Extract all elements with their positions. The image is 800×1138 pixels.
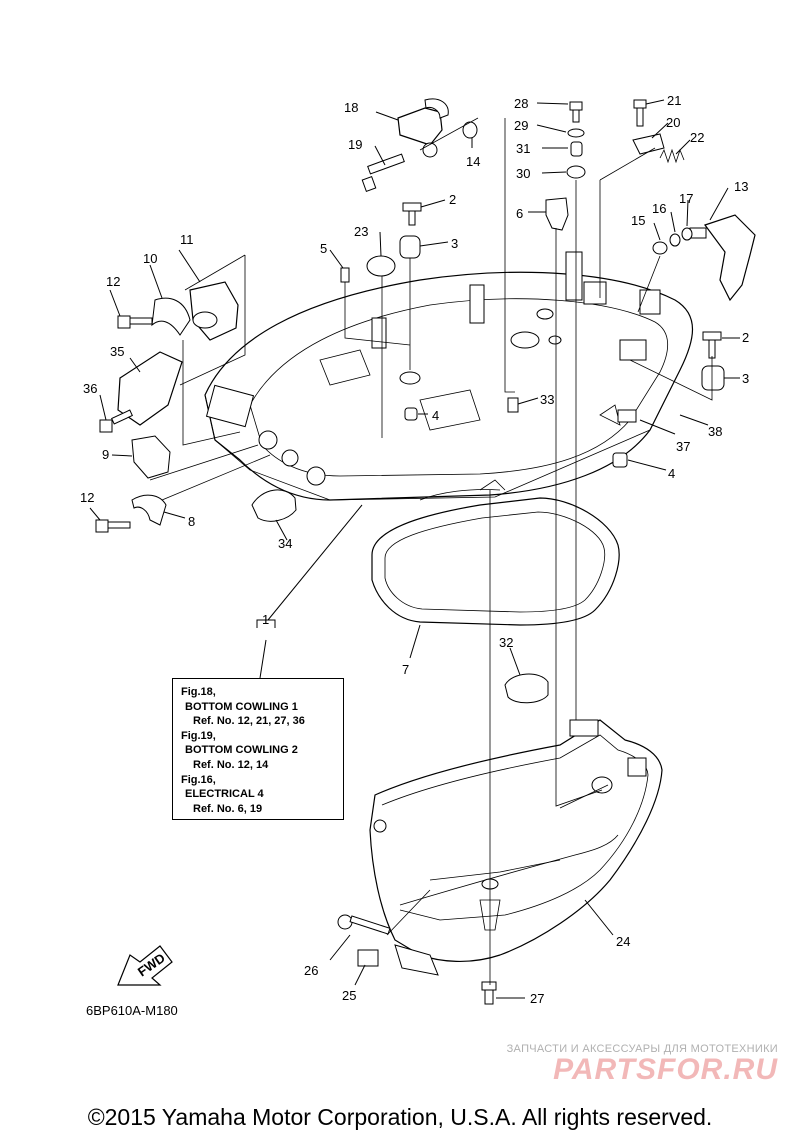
callout-3a: 3 <box>451 236 458 251</box>
ref-line: Fig.18, <box>181 686 216 698</box>
copyright-notice: ©2015 Yamaha Motor Corporation, U.S.A. A… <box>87 1104 713 1130</box>
callout-18: 18 <box>344 100 358 115</box>
callout-1: 1 <box>262 612 269 627</box>
lower-cowling-part <box>369 719 663 962</box>
callout-19: 19 <box>348 137 362 152</box>
diagram-code: 6BP610A-M180 <box>86 1003 178 1018</box>
callout-35: 35 <box>110 344 124 359</box>
ref-line: ELECTRICAL 4 <box>185 788 264 801</box>
callout-30: 30 <box>516 166 530 181</box>
callout-29: 29 <box>514 118 528 133</box>
callout-14: 14 <box>466 154 480 169</box>
callout-37: 37 <box>676 439 690 454</box>
callout-20: 20 <box>666 115 680 130</box>
leader-lines <box>89 99 740 999</box>
reference-box: Fig.18, BOTTOM COWLING 1 Ref. No. 12, 21… <box>172 678 344 820</box>
callout-32: 32 <box>499 635 513 650</box>
callout-4b: 4 <box>668 466 675 481</box>
ref-line: BOTTOM COWLING 1 <box>185 700 298 713</box>
callout-16: 16 <box>652 201 666 216</box>
callout-15: 15 <box>631 213 645 228</box>
callout-12a: 12 <box>106 274 120 289</box>
callout-3b: 3 <box>742 371 749 386</box>
callout-17: 17 <box>679 191 693 206</box>
callout-23: 23 <box>354 224 368 239</box>
callout-27: 27 <box>530 991 544 1006</box>
ref-line: Fig.19, <box>181 729 216 742</box>
ref-line: BOTTOM COWLING 2 <box>185 744 298 757</box>
fwd-arrow: FWD <box>117 945 173 986</box>
callout-13: 13 <box>734 179 748 194</box>
callout-4a: 4 <box>432 408 439 423</box>
callout-25: 25 <box>342 988 356 1003</box>
callout-11: 11 <box>180 232 194 247</box>
callout-31: 31 <box>516 141 530 156</box>
callout-2b: 2 <box>742 330 749 345</box>
ref-line: Fig.16, <box>181 773 216 786</box>
callout-6: 6 <box>516 206 523 221</box>
watermark-logo: PARTSFOR.RU <box>553 1053 778 1086</box>
ref-line: Ref. No. 12, 14 <box>193 758 269 771</box>
callout-5: 5 <box>320 241 327 256</box>
seal-part <box>371 497 620 626</box>
callout-7: 7 <box>402 662 409 677</box>
callout-38: 38 <box>708 424 722 439</box>
callout-34: 34 <box>278 536 292 551</box>
callout-26: 26 <box>304 963 318 978</box>
watermark-subtitle: ЗАПЧАСТИ И АКСЕССУАРЫ ДЛЯ МОТОТЕХНИКИ <box>506 1043 778 1055</box>
callout-33: 33 <box>540 392 554 407</box>
callout-12b: 12 <box>80 490 94 505</box>
callout-22: 22 <box>690 130 704 145</box>
callout-24: 24 <box>616 934 630 949</box>
ref-line: Ref. No. 6, 19 <box>193 802 263 815</box>
callout-21: 21 <box>667 93 681 108</box>
callout-10: 10 <box>143 251 157 266</box>
watermark: ЗАПЧАСТИ И АКСЕССУАРЫ ДЛЯ МОТОТЕХНИКИ PA… <box>507 1043 778 1087</box>
small-parts <box>95 98 756 1005</box>
upper-cowling-part <box>204 251 694 501</box>
callout-28: 28 <box>514 96 528 111</box>
callout-36: 36 <box>83 381 97 396</box>
ref-line: Ref. No. 12, 21, 27, 36 <box>193 715 305 728</box>
callout-numbers: 1 2 2 3 3 4 4 5 6 7 8 9 10 11 12 12 13 1… <box>80 93 749 1006</box>
callout-8: 8 <box>188 514 195 529</box>
callout-9: 9 <box>102 447 109 462</box>
callout-2a: 2 <box>449 192 456 207</box>
